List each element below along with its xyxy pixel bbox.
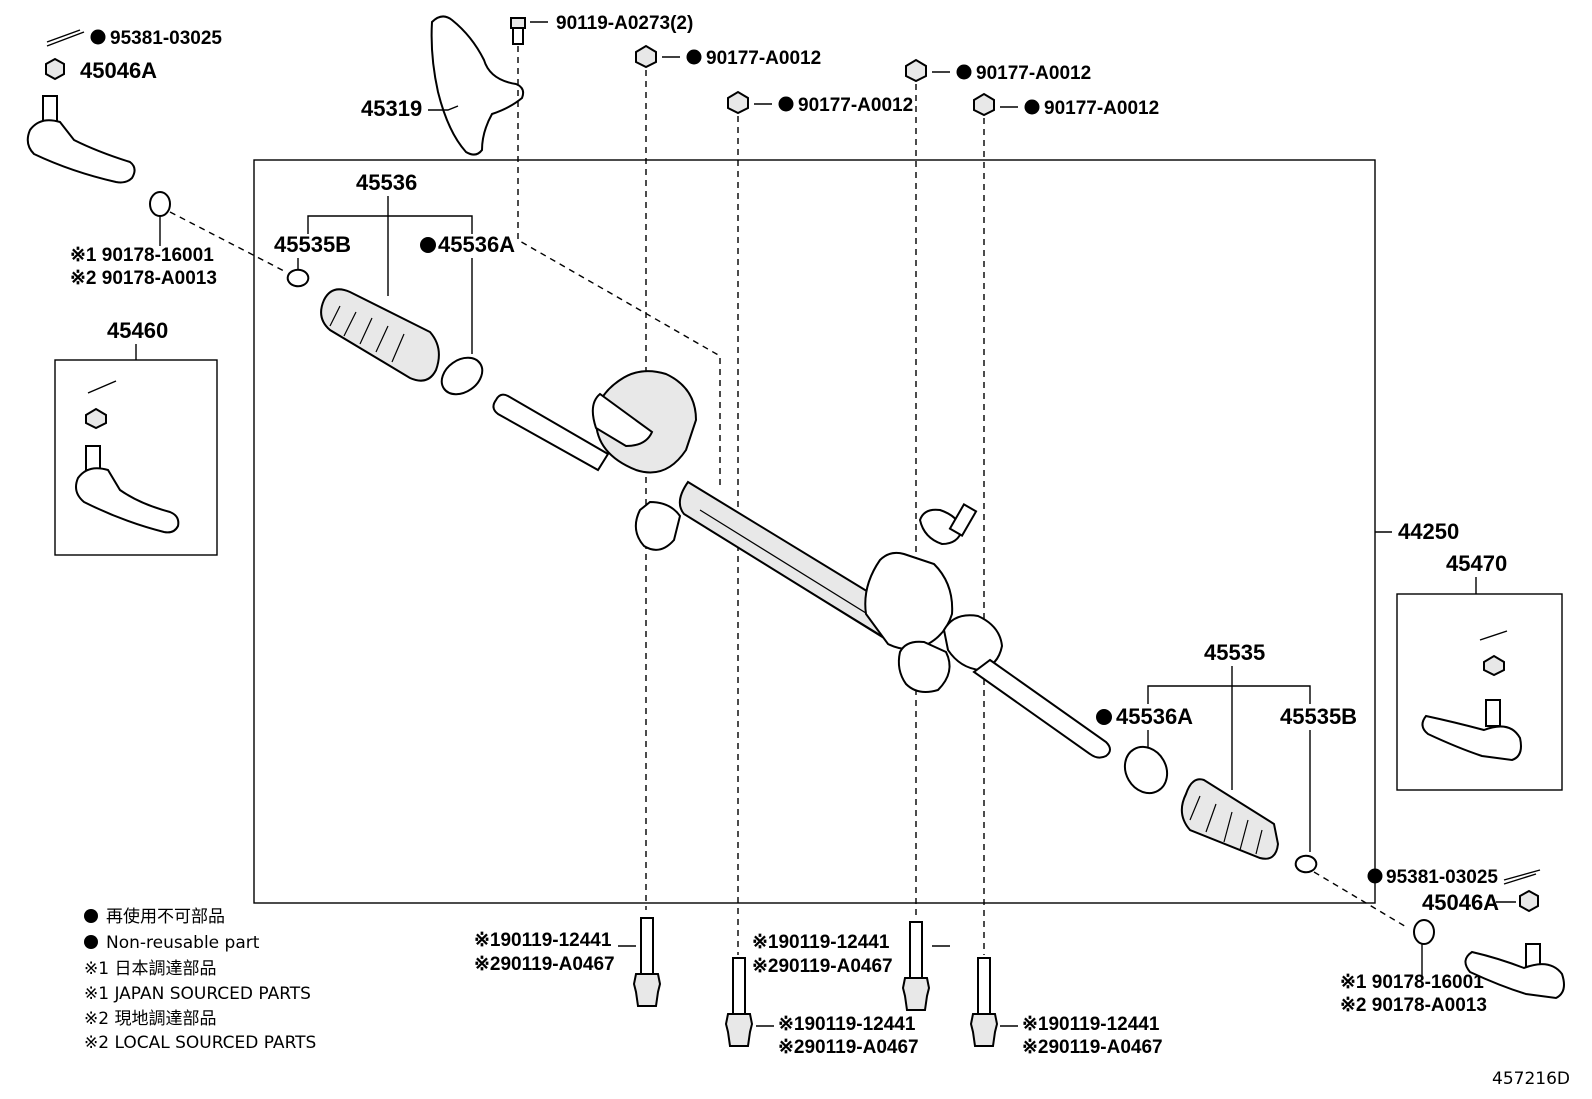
castle-nut-right-icon (1519, 889, 1539, 913)
bolt-3-label-1[interactable]: ※190119-12441 (752, 932, 890, 953)
bolt-2-icon (724, 957, 754, 1047)
bolt-1-icon (632, 917, 662, 1007)
legend-local-sourced-en: ※2 LOCAL SOURCED PARTS (84, 1033, 316, 1053)
non-reusable-dot-icon (1367, 868, 1383, 884)
cotter-pin-left-label[interactable]: 95381-03025 (110, 28, 222, 49)
right-kit-label[interactable]: 45470 (1446, 551, 1507, 576)
bolt-3-icon (901, 921, 931, 1011)
castle-nut-left-icon (45, 57, 65, 81)
steering-rack-icon (492, 370, 1111, 759)
bolt-2-label-1[interactable]: ※190119-12441 (778, 1014, 916, 1035)
flange-nut-b-icon (727, 90, 749, 115)
cotter-pin-right-label[interactable]: 95381-03025 (1386, 867, 1498, 888)
bolt-1-label-1[interactable]: ※190119-12441 (474, 930, 612, 951)
bushing-right-icon (1412, 919, 1436, 945)
legend-non-reusable-jp: 再使用不可部品 (106, 906, 225, 927)
non-reusable-dot-icon (1096, 709, 1112, 725)
boot-kit-right-label[interactable]: 45535 (1204, 640, 1265, 665)
assembly-number-label[interactable]: 44250 (1398, 519, 1459, 544)
clamp-right-label[interactable]: 45536A (1116, 704, 1193, 729)
clip-left-icon (286, 268, 310, 288)
clip-right-icon (1294, 854, 1318, 874)
bolt-4-icon (969, 957, 999, 1047)
left-kit-label[interactable]: 45460 (107, 318, 168, 343)
legend-jp-sourced-jp: ※1 日本調達部品 (84, 959, 216, 979)
clamp-left-icon (440, 356, 484, 396)
nut-d-label[interactable]: 90177-A0012 (1044, 98, 1159, 119)
clip-right-label[interactable]: 45535B (1280, 704, 1357, 729)
bolt-3-label-2[interactable]: ※290119-A0467 (752, 956, 893, 977)
legend-local-sourced-jp: ※2 現地調達部品 (84, 1009, 216, 1029)
clip-left-label[interactable]: 45535B (274, 232, 351, 257)
non-reusable-dot-icon (1024, 99, 1040, 115)
nut-c-label[interactable]: 90177-A0012 (976, 63, 1091, 84)
diagram-id: 457216D (1492, 1069, 1570, 1089)
bushing-left-2-label[interactable]: ※2 90178-A0013 (70, 268, 217, 289)
flange-nut-c-icon (905, 58, 927, 83)
clamp-right-icon (1123, 745, 1169, 795)
non-reusable-dot-icon (778, 96, 794, 112)
legend-non-reusable-en: Non-reusable part (106, 933, 260, 953)
bracket-label[interactable]: 45319 (361, 96, 422, 121)
bushing-right-2-label[interactable]: ※2 90178-A0013 (1340, 995, 1487, 1016)
cotter-pin-right-icon (1503, 869, 1541, 885)
non-reusable-dot-icon (420, 237, 436, 253)
legend-jp-sourced-en: ※1 JAPAN SOURCED PARTS (84, 984, 311, 1004)
steering-boot-right-icon (1180, 778, 1280, 860)
non-reusable-dot-icon (90, 29, 106, 45)
tie-rod-end-left-icon (26, 95, 136, 184)
nut-a-label[interactable]: 90177-A0012 (706, 48, 821, 69)
right-kit-box (1396, 593, 1563, 791)
nut-left-label[interactable]: 45046A (80, 58, 157, 83)
non-reusable-dot-icon (686, 49, 702, 65)
boot-kit-left-label[interactable]: 45536 (356, 170, 417, 195)
nut-b-label[interactable]: 90177-A0012 (798, 95, 913, 116)
legend: 再使用不可部品 Non-reusable part ※1 日本調達部品 ※1 J… (84, 906, 316, 1053)
bolt-top-head-icon (510, 17, 526, 29)
flange-nut-a-icon (635, 44, 657, 69)
bracket-icon (430, 15, 525, 156)
left-kit-box (54, 359, 218, 556)
bolt-top-label[interactable]: 90119-A0273(2) (556, 13, 693, 34)
steering-boot-left-icon (320, 288, 440, 382)
clamp-left-label[interactable]: 45536A (438, 232, 515, 257)
tie-rod-end-right-icon (1464, 943, 1565, 1000)
legend-dot-icon (84, 935, 98, 949)
bolt-4-label-2[interactable]: ※290119-A0467 (1022, 1037, 1163, 1058)
left-kit-parts-icon (75, 380, 180, 534)
bushing-left-1-label[interactable]: ※1 90178-16001 (70, 245, 214, 266)
bolt-1-label-2[interactable]: ※290119-A0467 (474, 954, 615, 975)
flange-nut-d-icon (973, 92, 995, 117)
bolt-4-label-1[interactable]: ※190119-12441 (1022, 1014, 1160, 1035)
bushing-right-1-label[interactable]: ※1 90178-16001 (1340, 972, 1484, 993)
non-reusable-dot-icon (956, 64, 972, 80)
cotter-pin-left-icon (46, 29, 85, 47)
bolt-2-label-2[interactable]: ※290119-A0467 (778, 1037, 919, 1058)
right-kit-parts-icon (1421, 630, 1522, 762)
nut-right-label[interactable]: 45046A (1422, 890, 1499, 915)
legend-dot-icon (84, 909, 98, 923)
bushing-left-icon (148, 191, 172, 217)
